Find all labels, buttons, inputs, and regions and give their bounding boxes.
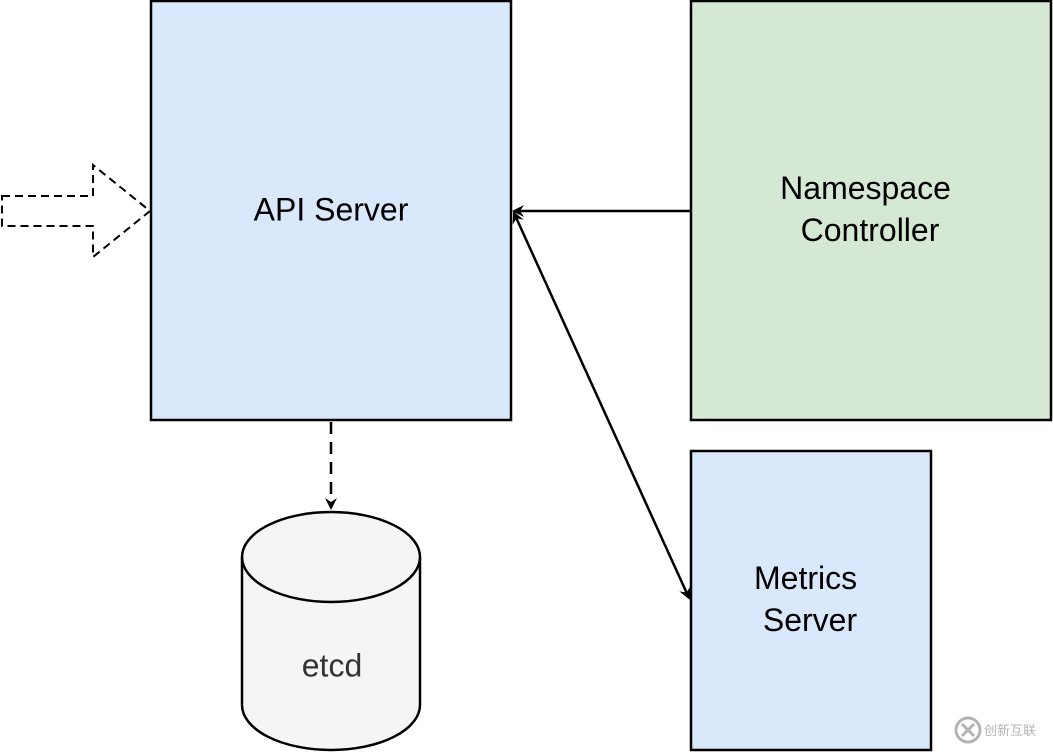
etcd-node[interactable]: etcd — [240, 510, 422, 752]
watermark-logo-icon — [954, 716, 982, 744]
namespace-controller-label-line-1: Namespace — [780, 170, 951, 206]
metrics-server-label-line-1: Metrics — [754, 560, 857, 596]
metrics-server-box — [689, 449, 933, 752]
etcd-cylinder-body — [240, 510, 422, 752]
api-server-box — [149, 0, 513, 422]
metrics-server-label-line-2: Server — [763, 602, 858, 638]
api-to-metrics-edge — [512, 211, 691, 600]
watermark-logo-mark — [960, 722, 976, 738]
external-request-arrow — [1, 162, 152, 260]
namespace-controller-box — [689, 0, 1053, 422]
namespace-controller-node[interactable]: Namespace Controller — [689, 0, 1053, 422]
metrics-server-node[interactable]: Metrics Server — [689, 449, 933, 752]
namespace-controller-label-line-2: Controller — [801, 212, 940, 248]
namespace-controller-label: Namespace Controller — [780, 170, 960, 248]
metrics-server-label: Metrics Server — [754, 560, 866, 638]
watermark: 创新互联 — [954, 716, 1036, 744]
api-server-node[interactable]: API Server — [149, 0, 513, 422]
watermark-text: 创新互联 — [984, 723, 1036, 739]
etcd-label: etcd — [302, 647, 362, 683]
etcd-cylinder-top-rim — [240, 556, 422, 604]
api-server-label: API Server — [254, 191, 409, 227]
